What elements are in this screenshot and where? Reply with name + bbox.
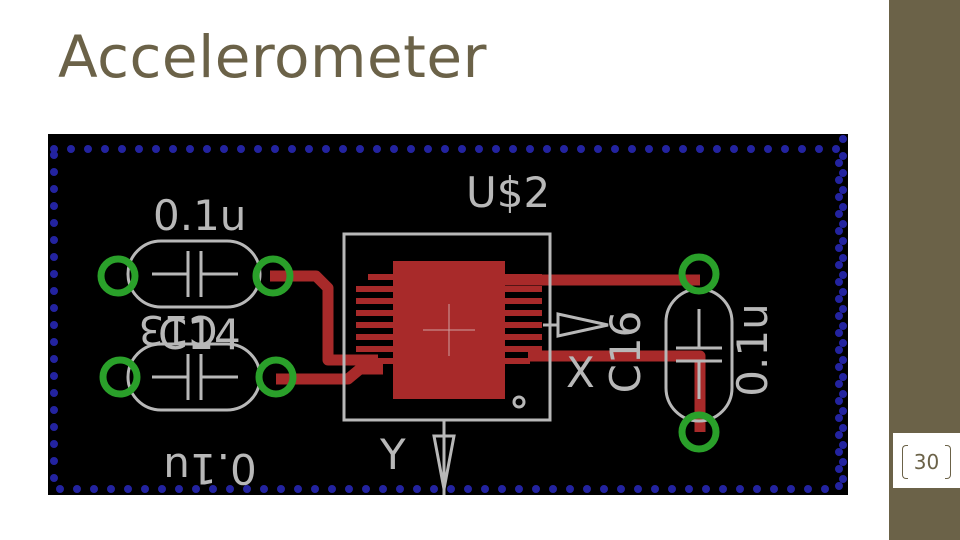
bracket-left-icon (902, 445, 908, 479)
pcb-layout-image: U$2 0.1u C13 C14 0.1u X Y C16 0.1u (48, 134, 848, 495)
axis-x-label: X (566, 348, 595, 397)
axis-y-arrow (432, 420, 456, 495)
c14-value-label: 0.1u (163, 444, 256, 493)
page-number-box: 30 (893, 433, 960, 488)
chip-label: U$2 (466, 168, 550, 217)
bracket-right-icon (945, 445, 951, 479)
capacitor-c16 (664, 253, 734, 453)
capacitor-c14 (99, 342, 297, 412)
ground-plane-border (50, 145, 843, 493)
chip-u2 (342, 232, 552, 422)
c16-value-label: 0.1u (728, 303, 777, 396)
slide-title: Accelerometer (58, 23, 487, 91)
c13-name-label: C13 (139, 306, 218, 352)
c14-name-label: C14 (158, 310, 241, 359)
capacitor-c13 (97, 239, 294, 309)
c13-value-label: 0.1u (153, 191, 246, 240)
page-number: 30 (913, 450, 940, 474)
c16-name-label: C16 (601, 311, 650, 394)
axis-y-label: Y (379, 430, 406, 479)
axis-x-arrow (543, 312, 609, 338)
